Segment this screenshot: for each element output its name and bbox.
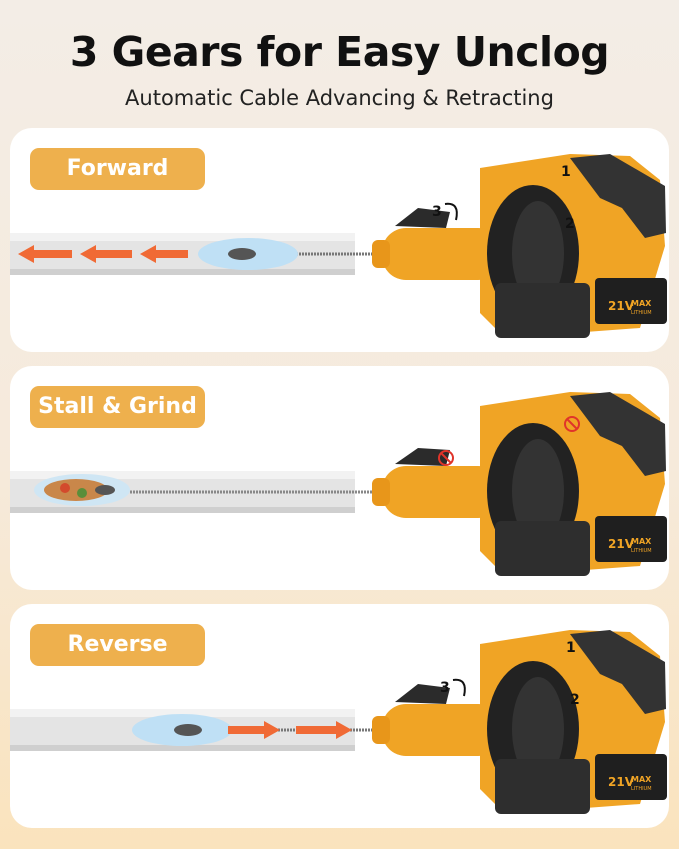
battery-max-label: MAX xyxy=(631,299,652,308)
panel-reverse: 21V MAX LITHIUM 1 2 3 Reverse xyxy=(10,604,669,828)
curved-arrow-icon xyxy=(444,202,458,221)
battery-max-label: MAX xyxy=(631,537,652,546)
auger-head xyxy=(95,485,115,495)
drain-snake-tool: 21V MAX LITHIUM xyxy=(372,630,667,814)
step-number-2: 2 xyxy=(565,216,575,232)
stall-grind-illustration: 21V MAX LITHIUM xyxy=(10,392,667,576)
step-number-1: 1 xyxy=(561,164,571,180)
mode-badge-forward: Forward xyxy=(30,148,205,190)
battery-type-label: LITHIUM xyxy=(631,548,652,554)
drain-snake-tool: 21V MAX LITHIUM xyxy=(372,392,667,576)
clog-debris xyxy=(44,479,108,501)
lever xyxy=(395,684,450,704)
page-title: 3 Gears for Easy Unclog xyxy=(69,28,610,76)
prohibited-icon xyxy=(438,450,454,466)
battery-max-label: MAX xyxy=(631,775,652,784)
header: 3 Gears for Easy Unclog Automatic Cable … xyxy=(0,0,679,125)
battery-type-label: LITHIUM xyxy=(631,786,652,792)
battery-voltage-label: 21V xyxy=(608,299,635,313)
battery-pack xyxy=(595,278,667,324)
battery-type-label: LITHIUM xyxy=(631,310,652,316)
step-number-3: 3 xyxy=(432,204,442,220)
battery-voltage-label: 21V xyxy=(608,775,635,789)
page-subtitle: Automatic Cable Advancing & Retracting xyxy=(125,86,554,110)
step-number-3: 3 xyxy=(440,680,450,696)
panel-forward: 21V MAX LITHIUM 1 2 3 Forward xyxy=(10,128,669,352)
battery-pack xyxy=(595,754,667,800)
battery-pack xyxy=(595,516,667,562)
mode-badge-reverse: Reverse xyxy=(30,624,205,666)
forward-arrows xyxy=(18,245,188,263)
step-number-1: 1 xyxy=(566,640,576,656)
drain-snake-tool: 21V MAX LITHIUM xyxy=(372,154,667,338)
lever xyxy=(395,208,450,228)
mode-badge-stall-grind: Stall & Grind xyxy=(30,386,205,428)
auger-head xyxy=(174,724,202,736)
reverse-illustration: 21V MAX LITHIUM 1 2 3 xyxy=(10,630,667,814)
lever xyxy=(395,448,450,466)
reverse-arrows xyxy=(228,721,352,739)
auger-head xyxy=(228,248,256,260)
step-number-2: 2 xyxy=(570,692,580,708)
forward-illustration: 21V MAX LITHIUM 1 2 3 xyxy=(10,154,667,338)
curved-arrow-icon xyxy=(452,678,466,697)
prohibited-icon xyxy=(564,416,580,432)
panel-stall-grind: 21V MAX LITHIUM Stall & Grind xyxy=(10,366,669,590)
battery-voltage-label: 21V xyxy=(608,537,635,551)
